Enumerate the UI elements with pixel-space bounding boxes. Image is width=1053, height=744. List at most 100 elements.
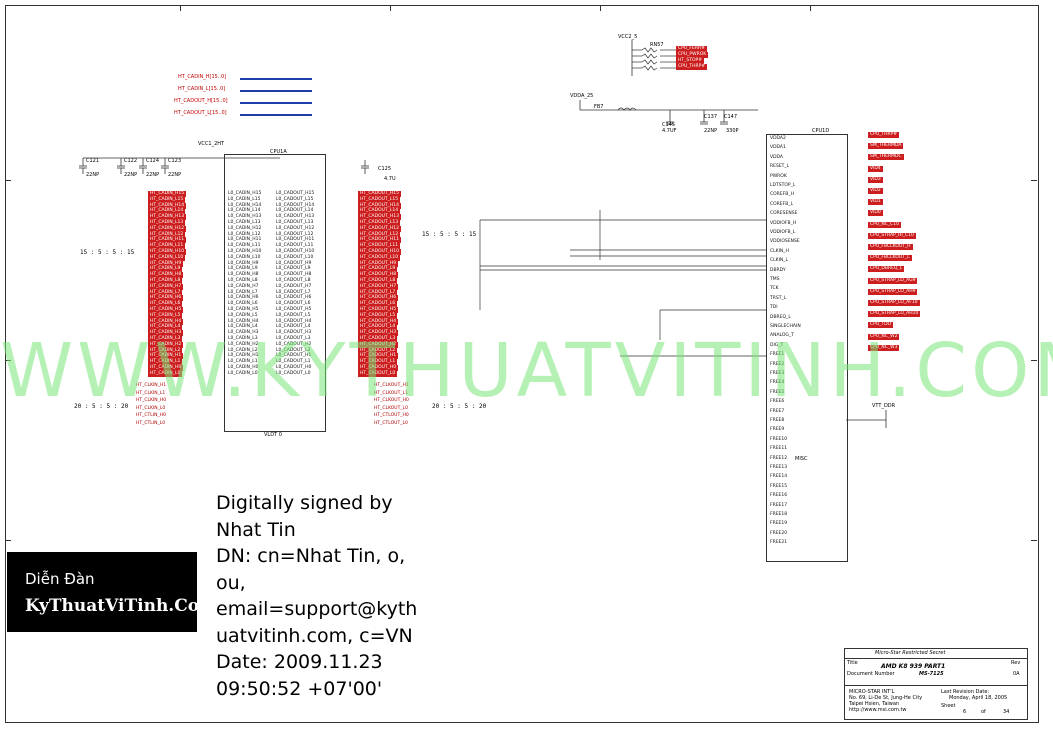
cpu1a-pin-right-2: L0_CADOUT_H14 (276, 202, 315, 208)
tb-title: AMD K8 939 PART1 (881, 663, 946, 670)
zone-tick (1031, 540, 1037, 541)
cpu1a-pin-left-7: L0_CADIN_L12 (228, 231, 261, 237)
cadin-net-27: HT_CADIN_L2 (148, 347, 183, 354)
cpu1d-net-18: CPU_NC_W2 (868, 333, 900, 340)
cpu1d-pin-33: FREE11 (770, 446, 788, 452)
rn57-symbol (631, 40, 676, 76)
cpu1d-pin-32: FREE10 (770, 436, 788, 442)
cadout-net-28: HT_CADOUT_H1 (358, 353, 399, 360)
cpu1a-pin-left-26: L0_CADIN_H2 (228, 341, 259, 347)
cadin-net-0: HT_CADIN_H15 (148, 191, 187, 197)
cpu1d-pin-2: VDDA (770, 154, 784, 160)
tb-title-row: Title AMD K8 939 PART1 Document Number M… (845, 658, 1027, 679)
cadin-net-1: HT_CADIN_L15 (148, 196, 186, 203)
cpu1a-pin-left-18: L0_CADIN_H6 (228, 295, 259, 301)
cadout-net-9: HT_CADOUT_L11 (358, 243, 401, 250)
cpu1d-pin-34: FREE12 (770, 455, 788, 461)
clkin-net-0: HT_CLKIN_H1 (136, 383, 167, 388)
cpu1d-pin-13: CLKIN_L (770, 258, 789, 264)
clkout-net-5: HT_CTLOUT_L0 (374, 420, 408, 426)
cpu1d-pin-14: DBRDY (770, 267, 786, 273)
rn-net-3: CPU_THRP# (676, 64, 708, 70)
top-net-2: HT_CADOUT_H[15..0] (174, 98, 228, 104)
cpu1d-pin-17: TRST_L (770, 295, 787, 301)
cpu1a-pin-left-22: L0_CADIN_H4 (228, 318, 259, 324)
cpu1a-pin-right-1: L0_CADOUT_L15 (276, 196, 314, 202)
cadout-net-25: HT_CADOUT_L3 (358, 336, 398, 342)
cap-c125: C125 (378, 166, 392, 172)
zone-tick (5, 360, 11, 361)
cap-c137: C137 (704, 114, 718, 120)
cadout-net-7: HT_CADOUT_L12 (358, 231, 401, 238)
cap-c121: C121 (86, 158, 100, 164)
cpu1a-pin-left-24: L0_CADIN_H3 (228, 330, 259, 336)
title-block: Micro-Star Restricted Secret Title AMD K… (844, 648, 1028, 720)
top-net-list: HT_CADIN_H[15..0] HT_CADIN_L[15..0] HT_C… (174, 74, 316, 122)
cpu1d-pin-42: FREE20 (770, 530, 788, 536)
cpu1d-net-12: CPU_DBREQ_L (868, 266, 905, 273)
tb-date: Monday, April 18, 2005 (949, 695, 1008, 701)
cpu1d-net-8: CPU_NC_C10 (868, 221, 902, 228)
cadout-net-2: HT_CADOUT_H14 (358, 202, 402, 209)
zone-tick (390, 5, 391, 11)
cpu1a-pin-right-18: L0_CADOUT_H6 (276, 295, 312, 301)
cpu1d-pin-30: FREE8 (770, 418, 785, 423)
cpu1a-footer: VLDT 0 (264, 432, 282, 438)
cpu1d-pin-43: FREE21 (770, 540, 788, 546)
tb-doc: MS-7125 (919, 671, 944, 677)
zone-tick (5, 540, 11, 541)
cpu1d-pin-4: PWROK (770, 173, 787, 179)
zone-tick (810, 5, 811, 11)
cpu1d-pin-3: RESET_L (770, 164, 790, 170)
cpu1d-pin-36: FREE14 (770, 474, 788, 480)
cap-value-c137: 22NP (704, 128, 718, 134)
clkout-net-1: HT_CLKOUT_L1 (374, 390, 408, 396)
cpu1a-pin-right-5: L0_CADOUT_L13 (276, 220, 314, 225)
tb-doc-label: Document Number (847, 671, 895, 677)
cpu1a-pin-right-0: L0_CADOUT_H15 (276, 191, 315, 196)
cpu1a-pin-right-26: L0_CADOUT_H2 (276, 341, 312, 347)
cpu1d-pin-10: VDDIOFB_L (770, 230, 796, 235)
cpu1a-pin-right-28: L0_CADOUT_H1 (276, 353, 312, 359)
cadout-net-17: HT_CADOUT_L7 (358, 289, 398, 296)
tb-info-row: MICRO-STAR INT'L No. 69, Li-De St, Jung-… (845, 685, 1027, 719)
top-net-0: HT_CADIN_H[15..0] (178, 74, 227, 80)
zone-tick (5, 180, 11, 181)
cadin-net-30: HT_CADIN_H0 (148, 365, 184, 371)
cadin-net-3: HT_CADIN_L14 (148, 208, 186, 215)
cpu1a-pin-right-9: L0_CADOUT_L11 (276, 243, 314, 249)
zone-tick (180, 5, 181, 11)
rn-net-1: CPU_PWROK (676, 52, 709, 58)
cpu1d-net-10: CPU_FBCLKOUT_H (868, 244, 913, 250)
cap-value-4: 4.7U (384, 176, 396, 182)
cadout-net-5: HT_CADOUT_L13 (358, 220, 401, 226)
left-decoupling-caps (79, 157, 369, 174)
cpu1d-net-11: CPU_FBCLKOUT_L (868, 255, 912, 262)
cpu1d-pin-1: VDDA1 (770, 145, 786, 151)
cpu1d-pin-22: DIG_T (770, 342, 784, 348)
fb7-label: FB7 (594, 104, 604, 110)
cadin-net-5: HT_CADIN_L13 (148, 220, 186, 226)
cap-c147: C147 (724, 114, 738, 120)
cpu1a-pin-left-9: L0_CADIN_L11 (228, 243, 261, 249)
vdda-filter (579, 100, 758, 125)
cpu1d-pin-35: FREE13 (770, 465, 788, 470)
clkin-net-4: HT_CTLIN_H0 (136, 413, 166, 418)
signature-line: Nhat Tin (216, 518, 296, 541)
cpu1a-pin-left-6: L0_CADIN_H12 (228, 225, 262, 231)
cpu1d-pin-29: FREE7 (770, 408, 785, 414)
cpu1d-net-7: VID0 (868, 210, 883, 217)
clkout-net-0: HT_CLKOUT_H1 (374, 383, 409, 388)
watermark: WWW.KYTHUATVITINH.COM (0, 328, 1053, 414)
cadout-net-0: HT_CADOUT_H15 (358, 191, 402, 197)
cpu1d-net-6: VID1 (868, 199, 883, 206)
cpu1a-pin-left-29: L0_CADIN_L1 (228, 359, 258, 365)
cpu1a-pin-left-17: L0_CADIN_L7 (228, 289, 258, 295)
cpu1a-pin-right-21: L0_CADOUT_L5 (276, 312, 311, 318)
cpu1a-pin-right-19: L0_CADOUT_L6 (276, 301, 311, 307)
cpu1d-pin-25: FREE3 (770, 371, 785, 376)
misc-label: MISC (795, 456, 808, 462)
cpu1a-pin-left-16: L0_CADIN_H7 (228, 283, 259, 289)
rn-net-0: CPU_FERR# (676, 46, 707, 52)
cpu1a-pin-right-12: L0_CADOUT_H9 (276, 260, 312, 266)
